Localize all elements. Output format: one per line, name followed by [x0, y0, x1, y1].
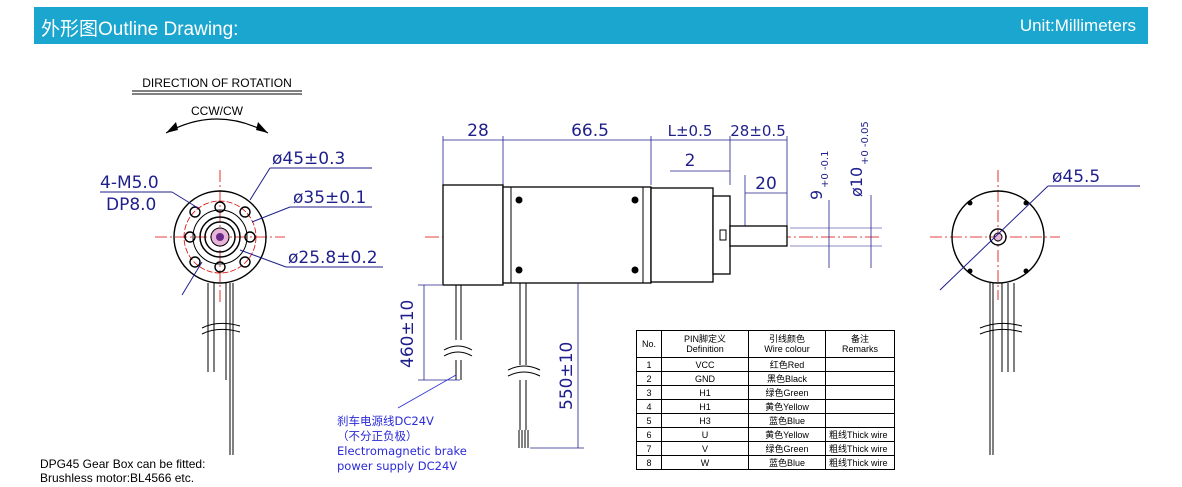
dim-28: 28	[467, 121, 489, 141]
brake-note-line1: 刹车电源线DC24V	[337, 414, 434, 428]
cell-wire: 蓝色Blue	[748, 413, 826, 428]
brake-note-line3: Electromagnetic brake	[337, 444, 467, 458]
page-title: 外形图Outline Drawing:	[41, 19, 239, 40]
dim-10-tol: +0 -0.05	[860, 121, 871, 165]
cell-wire: 蓝色Blue	[748, 455, 826, 470]
header-wire-en: Wire colour	[764, 344, 810, 354]
dim-66-5: 66.5	[571, 121, 609, 141]
brake-note-line2: （不分正负极）	[337, 429, 418, 443]
pin-table: No. PIN脚定义 Definition 引线颜色 Wire colour 备…	[636, 330, 895, 470]
cell-rem: 粗线Thick wire	[825, 441, 895, 456]
cell-no: 7	[636, 441, 662, 456]
header-no: No.	[636, 330, 662, 358]
header-definition: PIN脚定义 Definition	[661, 330, 749, 358]
dim-460: 460±10	[398, 300, 418, 368]
inner-diameter-label: ø25.8±0.2	[288, 248, 378, 268]
cell-rem	[825, 371, 895, 386]
front-view: DIRECTION OF ROTATION CCW/CW	[100, 76, 383, 455]
cell-rem	[825, 385, 895, 400]
cell-def: U	[661, 427, 749, 442]
rear-view: ø45.5	[930, 167, 1140, 455]
rotation-title: DIRECTION OF ROTATION	[142, 76, 292, 90]
cell-wire: 红色Red	[748, 357, 826, 372]
header-wire-cn: 引线颜色	[768, 334, 805, 344]
pin-table-header: No. PIN脚定义 Definition 引线颜色 Wire colour 备…	[636, 330, 895, 358]
dim-10: ø10	[847, 167, 866, 197]
cell-def: H1	[661, 399, 749, 414]
header-def-en: Definition	[686, 344, 724, 354]
cell-rem	[825, 413, 895, 428]
header-rem-cn: 备注	[850, 334, 869, 344]
brake-note: 刹车电源线DC24V （不分正负极） Electromagnetic brake…	[337, 414, 467, 474]
depth-label: DP8.0	[106, 195, 156, 215]
cell-def: H3	[661, 413, 749, 428]
gearbox-note-line2: Brushless motor:BL4566 etc.	[40, 471, 195, 485]
cell-def: W	[661, 455, 749, 470]
rear-diameter-label: ø45.5	[1052, 167, 1100, 187]
cell-def: H1	[661, 385, 749, 400]
header-def-cn: PIN脚定义	[683, 334, 726, 344]
cell-no: 2	[636, 371, 662, 386]
dim-550: 550±10	[557, 342, 577, 410]
header-bar: 外形图Outline Drawing: Unit:Millimeters	[34, 7, 1148, 44]
cell-rem: 粗线Thick wire	[825, 427, 895, 442]
outer-diameter-label: ø45±0.3	[272, 149, 345, 169]
cell-no: 8	[636, 455, 662, 470]
cell-rem	[825, 357, 895, 372]
rotation-direction: CCW/CW	[191, 104, 244, 118]
cell-no: 5	[636, 413, 662, 428]
dim-9-tol: +0 -0.1	[820, 151, 831, 188]
dim-28-b: 28±0.5	[730, 122, 786, 140]
cell-no: 3	[636, 385, 662, 400]
cell-wire: 绿色Green	[748, 385, 826, 400]
brake-note-line4: power supply DC24V	[337, 459, 458, 473]
cell-no: 1	[636, 357, 662, 372]
header-rem-en: Remarks	[841, 344, 878, 354]
cell-wire: 黄色Yellow	[748, 399, 826, 414]
thread-label: 4-M5.0	[100, 173, 159, 193]
cell-def: V	[661, 441, 749, 456]
header-remarks: 备注 Remarks	[825, 330, 895, 358]
cell-no: 4	[636, 399, 662, 414]
unit-label: Unit:Millimeters	[1019, 16, 1136, 35]
cell-def: VCC	[661, 357, 749, 372]
dim-9: 9	[807, 190, 826, 200]
gearbox-note-line1: DPG45 Gear Box can be fitted:	[40, 457, 206, 471]
header-wire: 引线颜色 Wire colour	[748, 330, 826, 358]
dim-20: 20	[755, 174, 777, 194]
cell-no: 6	[636, 427, 662, 442]
cell-rem	[825, 399, 895, 414]
pcd-label: ø35±0.1	[293, 188, 366, 208]
gearbox-note: DPG45 Gear Box can be fitted: Brushless …	[40, 457, 205, 485]
dim-l: L±0.5	[668, 122, 713, 140]
side-view: 28 66.5 L±0.5 28±0.5 2 20 9 +0 -0.1 ø10 …	[397, 121, 882, 449]
cell-def: GND	[661, 371, 749, 386]
cell-wire: 黄色Yellow	[748, 427, 826, 442]
cell-wire: 黑色Black	[748, 371, 826, 386]
cell-rem: 粗线Thick wire	[825, 455, 895, 470]
dim-2: 2	[685, 151, 696, 171]
cell-wire: 绿色Green	[748, 441, 826, 456]
